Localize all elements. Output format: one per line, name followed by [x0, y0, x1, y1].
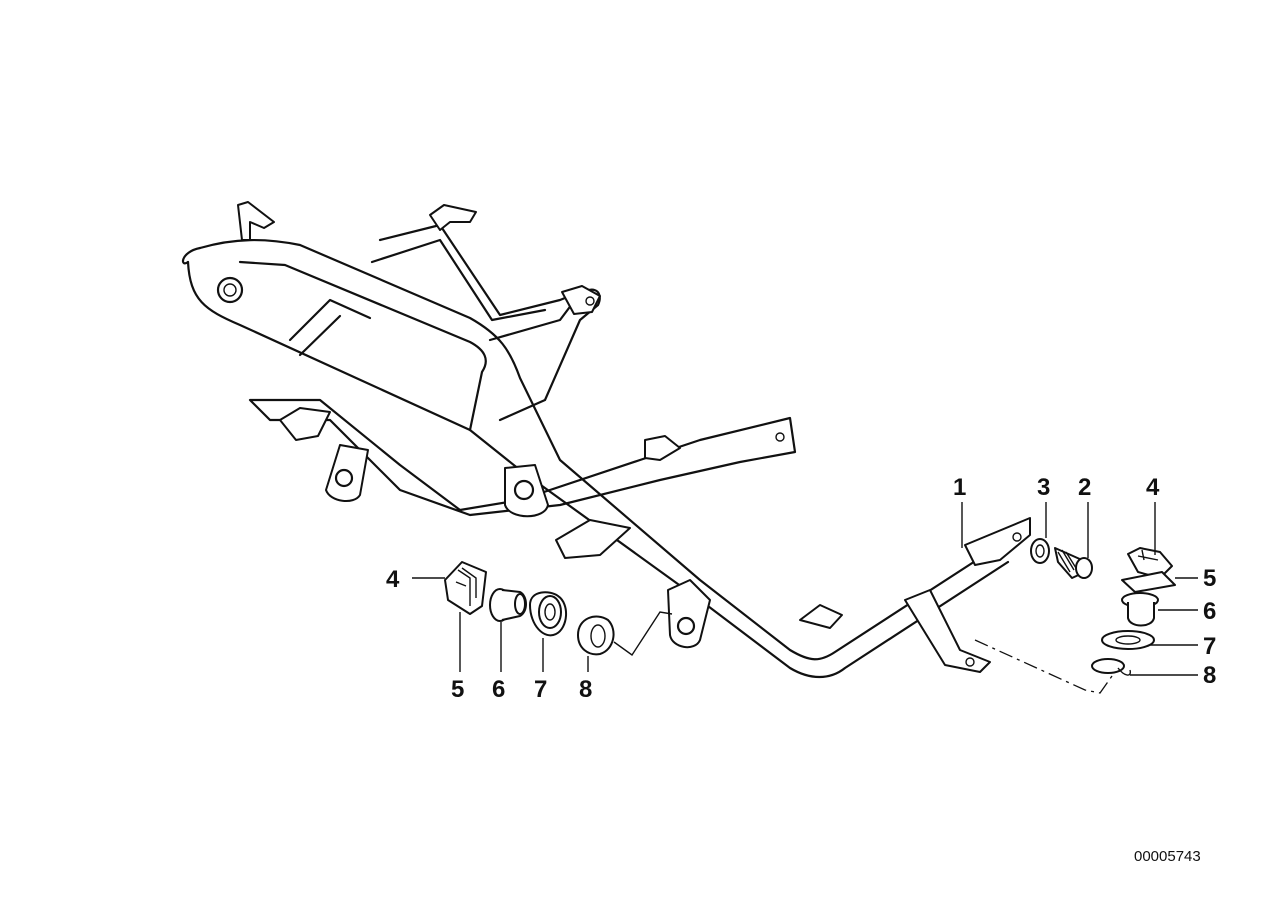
bushing-6-left [489, 588, 527, 672]
washer-3 [1030, 502, 1050, 564]
callout-7-left: 7 [534, 676, 547, 703]
bushing-6-right [1121, 592, 1198, 627]
callout-6-right: 6 [1203, 598, 1216, 625]
callout-6-left: 6 [492, 676, 505, 703]
clip-nut-4-right [1127, 502, 1173, 579]
clip-nut-4-left [412, 561, 487, 672]
assembly-axis-left [613, 611, 673, 656]
callout-8-left: 8 [579, 676, 592, 703]
rubber-ring-7-right [1101, 630, 1198, 650]
callout-7-right: 7 [1203, 633, 1216, 660]
frame-bracket [181, 201, 1031, 679]
callout-5-left: 5 [451, 676, 464, 703]
callout-1: 1 [953, 474, 966, 501]
callout-2: 2 [1078, 474, 1091, 501]
rubber-ring-7-left [529, 591, 567, 672]
callout-4-right: 4 [1146, 474, 1160, 501]
drawing-id-number: 00005743 [1134, 848, 1201, 865]
spring-washer-8-left [577, 615, 615, 672]
clip-5-right [1121, 571, 1198, 593]
spring-washer-8-right [1091, 658, 1198, 676]
callout-labels: 1 3 2 4 5 6 7 8 4 5 6 7 8 [386, 474, 1216, 703]
bolt-2 [1054, 502, 1093, 579]
callout-8-right: 8 [1203, 662, 1216, 689]
callout-3: 3 [1037, 474, 1050, 501]
callout-4-left: 4 [386, 566, 400, 593]
assembly-axis-right [974, 639, 1113, 694]
callout-5-right: 5 [1203, 565, 1216, 592]
